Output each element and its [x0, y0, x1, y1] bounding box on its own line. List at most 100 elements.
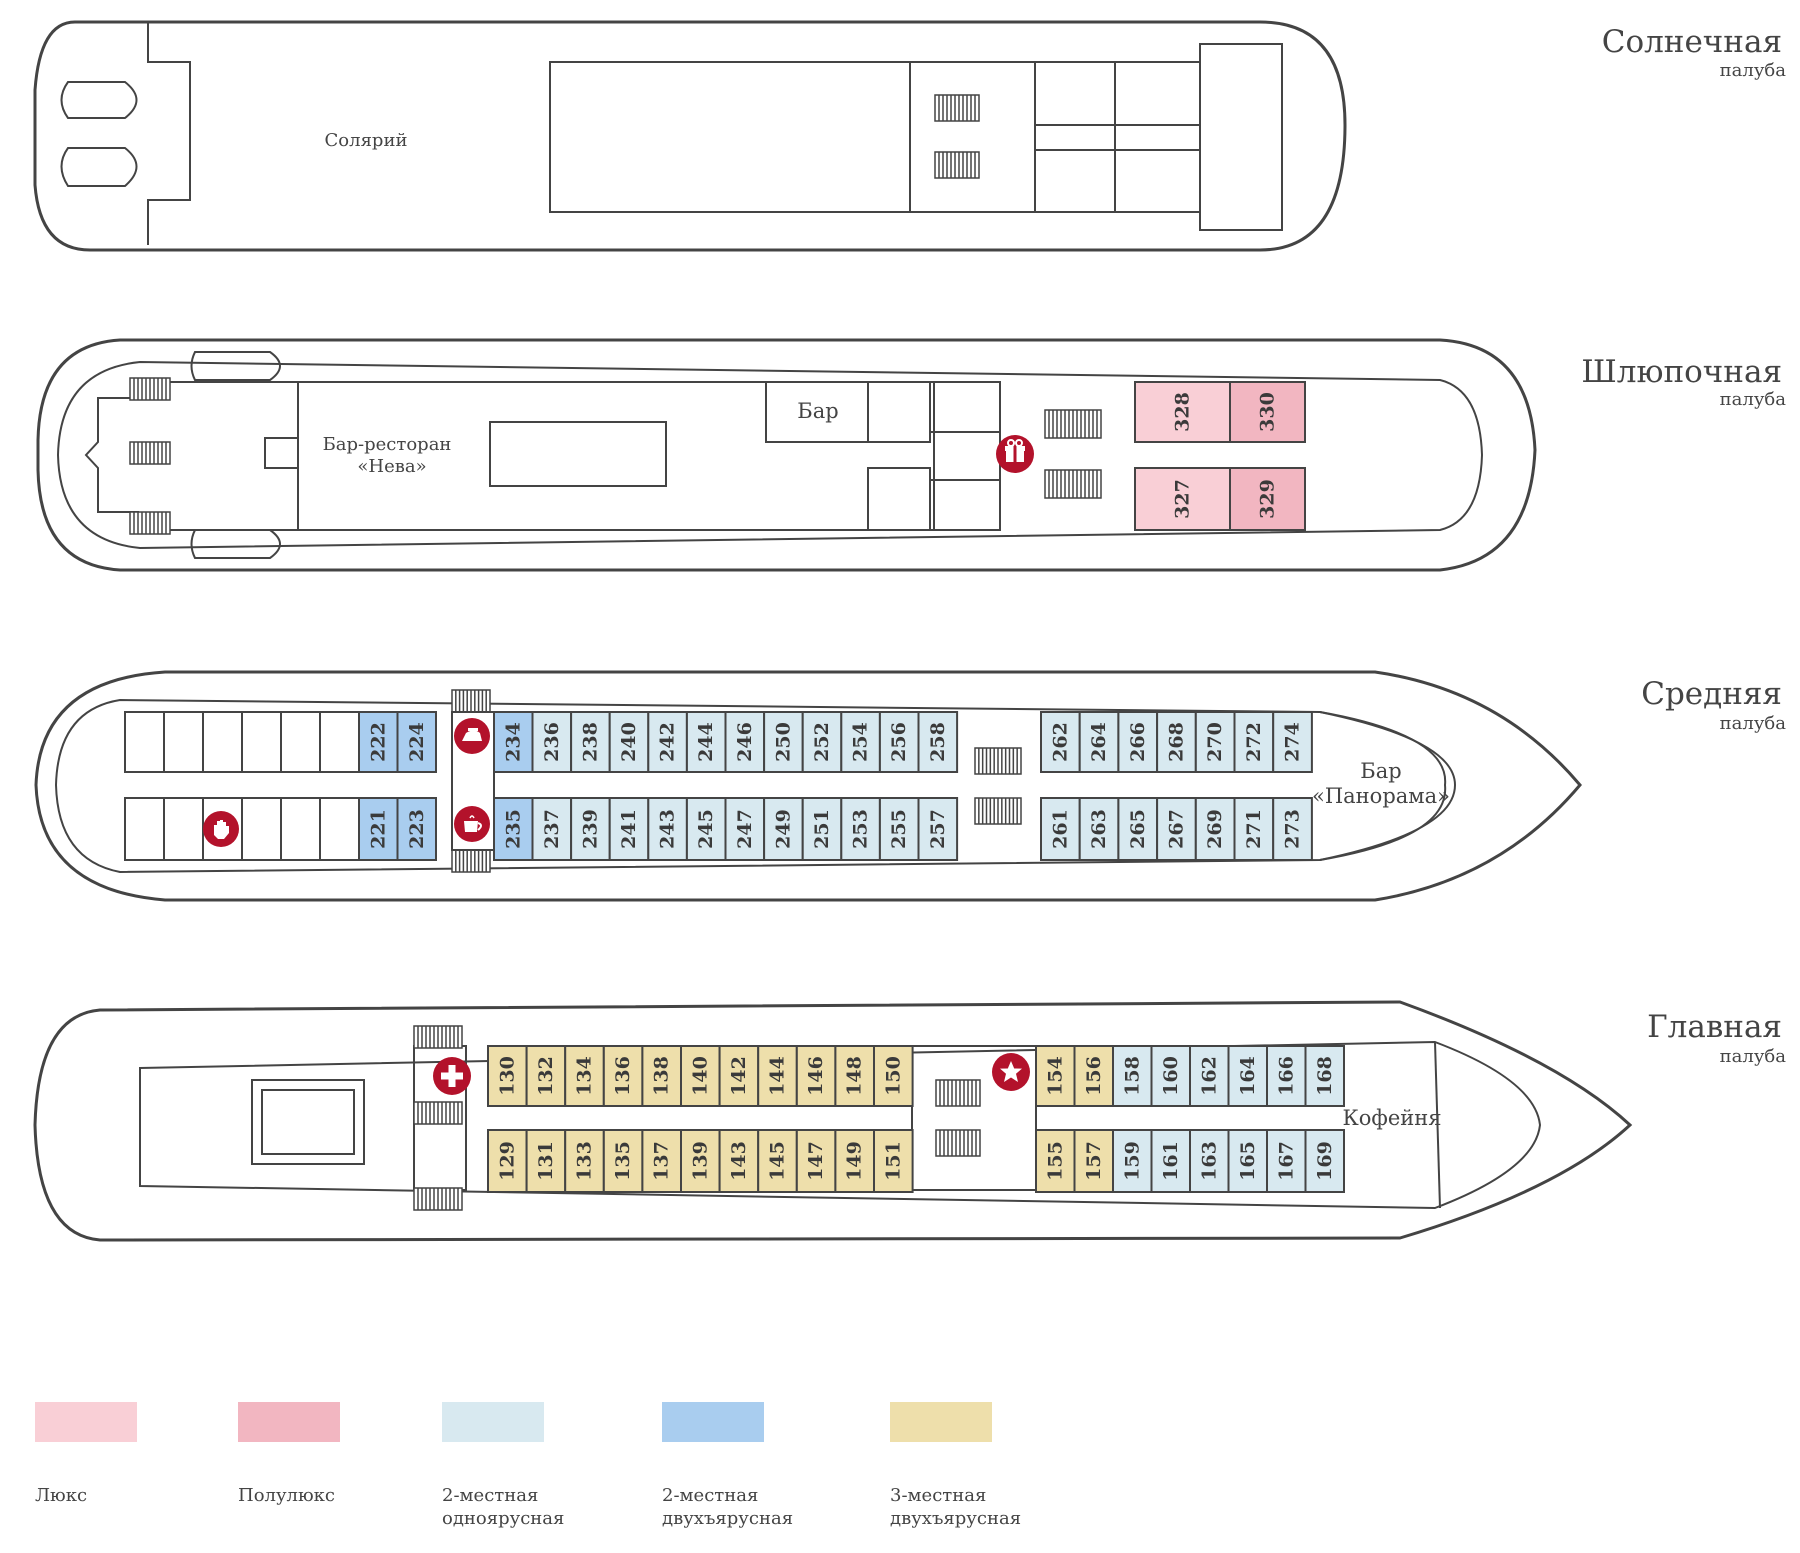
cabin-number: 235	[502, 809, 524, 849]
cabin-243[interactable]: 243	[647, 797, 688, 861]
cabin-271[interactable]: 271	[1233, 797, 1275, 861]
cabin-145[interactable]: 145	[757, 1129, 798, 1193]
cabin-242[interactable]: 242	[647, 711, 688, 773]
stairs-icon	[451, 689, 491, 713]
cabin-132[interactable]: 132	[525, 1045, 567, 1107]
cabin-139[interactable]: 139	[680, 1129, 721, 1193]
cabin-161[interactable]: 161	[1150, 1129, 1191, 1193]
star-icon	[992, 1053, 1030, 1091]
cabin-number: 149	[844, 1141, 866, 1181]
cabin-163[interactable]: 163	[1189, 1129, 1230, 1193]
cabin-221[interactable]: 221	[358, 797, 399, 861]
cabin-255[interactable]: 255	[878, 797, 920, 861]
legend-item-lux: Люкс	[35, 1402, 137, 1506]
cabin-155[interactable]: 155	[1035, 1129, 1076, 1193]
cabin-330[interactable]: 330	[1229, 381, 1306, 443]
cabin-143[interactable]: 143	[718, 1129, 760, 1193]
cabin-144[interactable]: 144	[757, 1045, 798, 1107]
cabin-240[interactable]: 240	[608, 711, 650, 773]
cabin-329[interactable]: 329	[1229, 467, 1306, 531]
cabin-158[interactable]: 158	[1112, 1045, 1153, 1107]
cabin-146[interactable]: 146	[795, 1045, 837, 1107]
cabin-number: 145	[767, 1141, 789, 1181]
cabin-327[interactable]: 327	[1134, 467, 1231, 531]
cabin-151[interactable]: 151	[873, 1129, 914, 1193]
cabin-167[interactable]: 167	[1266, 1129, 1307, 1193]
cabin-160[interactable]: 160	[1150, 1045, 1191, 1107]
cabin-130[interactable]: 130	[487, 1045, 528, 1107]
cabin-169[interactable]: 169	[1304, 1129, 1345, 1193]
cabin-168[interactable]: 168	[1304, 1045, 1345, 1107]
cabin-238[interactable]: 238	[570, 711, 611, 773]
cabin-245[interactable]: 245	[685, 797, 727, 861]
cabin-267[interactable]: 267	[1156, 797, 1197, 861]
cabin-237[interactable]: 237	[531, 797, 573, 861]
cabin-272[interactable]: 272	[1233, 711, 1275, 773]
cabin-269[interactable]: 269	[1194, 797, 1236, 861]
cabin-234[interactable]: 234	[493, 711, 534, 773]
cabin-135[interactable]: 135	[602, 1129, 644, 1193]
cabin-137[interactable]: 137	[641, 1129, 683, 1193]
cabin-number: 139	[689, 1141, 711, 1181]
cabin-241[interactable]: 241	[608, 797, 650, 861]
cabin-148[interactable]: 148	[834, 1045, 876, 1107]
cabin-236[interactable]: 236	[531, 711, 573, 773]
cabin-239[interactable]: 239	[570, 797, 611, 861]
legend-label-triple-2: двухъярусная	[890, 1508, 1021, 1529]
middle-deck-bow-wall	[1319, 711, 1457, 861]
cabin-142[interactable]: 142	[718, 1045, 760, 1107]
cabin-266[interactable]: 266	[1117, 711, 1159, 773]
cabin-257[interactable]: 257	[917, 797, 959, 861]
cabin-251[interactable]: 251	[801, 797, 843, 861]
cabin-263[interactable]: 263	[1078, 797, 1120, 861]
cabin-247[interactable]: 247	[724, 797, 766, 861]
cabin-328[interactable]: 328	[1134, 381, 1231, 443]
cabin-268[interactable]: 268	[1156, 711, 1197, 773]
cabin-249[interactable]: 249	[763, 797, 804, 861]
cabin-254[interactable]: 254	[840, 711, 881, 773]
cabin-136[interactable]: 136	[602, 1045, 644, 1107]
cabin-273[interactable]: 273	[1272, 797, 1313, 861]
cabin-165[interactable]: 165	[1227, 1129, 1268, 1193]
cabin-156[interactable]: 156	[1073, 1045, 1114, 1107]
cabin-149[interactable]: 149	[834, 1129, 876, 1193]
cabin-235[interactable]: 235	[493, 797, 534, 861]
service-room	[319, 711, 360, 773]
legend-item-single: 2-местная одноярусная	[442, 1402, 564, 1529]
cabin-244[interactable]: 244	[685, 711, 727, 773]
cabin-162[interactable]: 162	[1189, 1045, 1230, 1107]
cabin-129[interactable]: 129	[487, 1129, 528, 1193]
cabin-224[interactable]: 224	[396, 711, 437, 773]
cabin-265[interactable]: 265	[1117, 797, 1159, 861]
cabin-134[interactable]: 134	[564, 1045, 605, 1107]
boat-room	[929, 381, 1001, 433]
cabin-131[interactable]: 131	[525, 1129, 567, 1193]
cabin-256[interactable]: 256	[878, 711, 920, 773]
cabin-154[interactable]: 154	[1035, 1045, 1076, 1107]
cabin-number: 272	[1243, 722, 1265, 762]
cabin-138[interactable]: 138	[641, 1045, 683, 1107]
cabin-159[interactable]: 159	[1112, 1129, 1153, 1193]
cabin-246[interactable]: 246	[724, 711, 766, 773]
cabin-number: 154	[1044, 1056, 1066, 1096]
cabin-223[interactable]: 223	[396, 797, 437, 861]
cabin-222[interactable]: 222	[358, 711, 399, 773]
cabin-261[interactable]: 261	[1040, 797, 1081, 861]
cabin-258[interactable]: 258	[917, 711, 959, 773]
cabin-253[interactable]: 253	[840, 797, 881, 861]
cabin-150[interactable]: 150	[873, 1045, 914, 1107]
cabin-262[interactable]: 262	[1040, 711, 1081, 773]
main-deck-stair-hall-center	[911, 1045, 1037, 1191]
cabin-164[interactable]: 164	[1227, 1045, 1268, 1107]
cabin-264[interactable]: 264	[1078, 711, 1120, 773]
cabin-133[interactable]: 133	[564, 1129, 605, 1193]
cabin-250[interactable]: 250	[763, 711, 804, 773]
cabin-147[interactable]: 147	[795, 1129, 837, 1193]
cabin-274[interactable]: 274	[1272, 711, 1313, 773]
cabin-166[interactable]: 166	[1266, 1045, 1307, 1107]
cabin-number: 146	[805, 1056, 827, 1096]
cabin-270[interactable]: 270	[1194, 711, 1236, 773]
cabin-140[interactable]: 140	[680, 1045, 721, 1107]
cabin-252[interactable]: 252	[801, 711, 843, 773]
cabin-157[interactable]: 157	[1073, 1129, 1114, 1193]
